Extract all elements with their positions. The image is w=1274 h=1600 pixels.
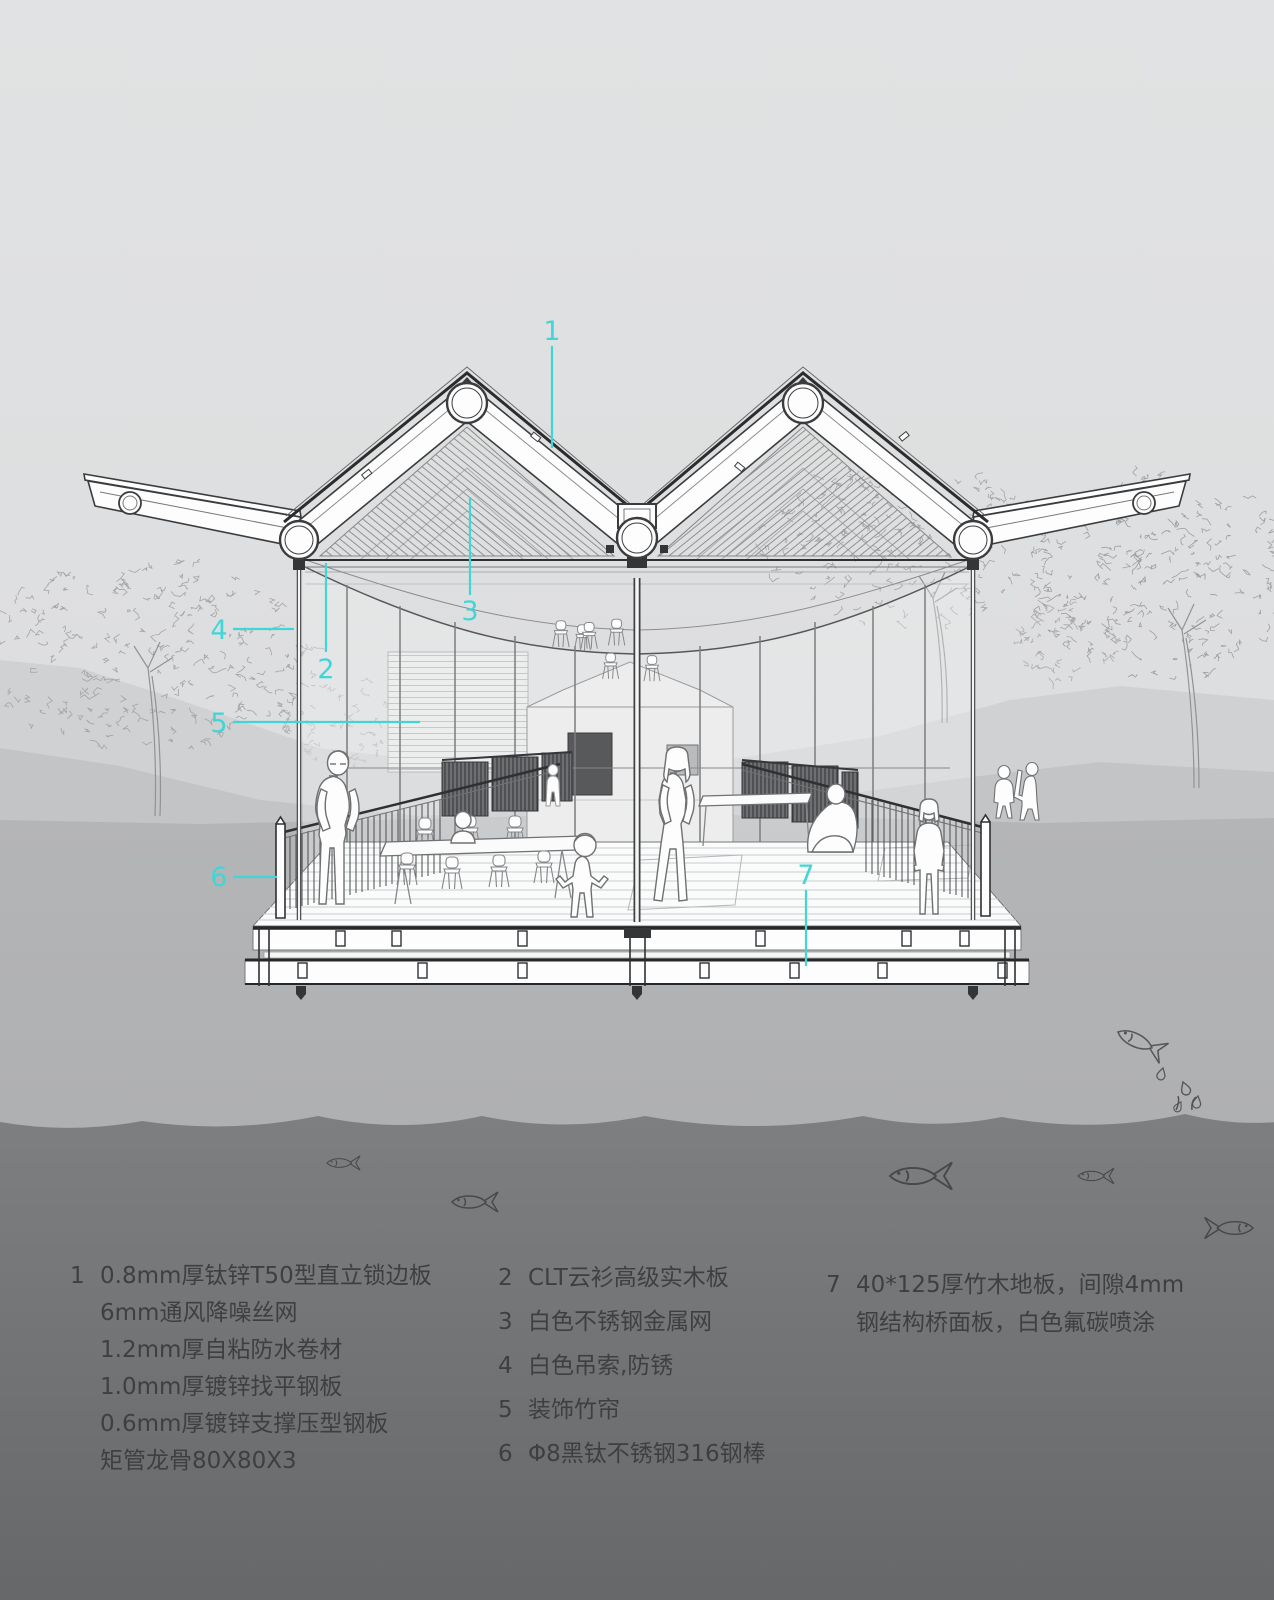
person-background-child — [545, 764, 561, 807]
person-standing-girl — [913, 798, 945, 915]
roof-section — [83, 366, 1191, 570]
suspension-cables — [296, 570, 976, 920]
callout-5: 5 — [210, 708, 227, 739]
water — [0, 1021, 1274, 1600]
person-sitting-child — [450, 810, 476, 844]
people — [315, 746, 1040, 918]
callout-3: 3 — [461, 596, 478, 627]
callout-2: 2 — [317, 654, 334, 685]
pavilion-drawing — [83, 366, 1191, 1000]
person-seated-crosslegged — [806, 783, 858, 853]
callout-6: 6 — [210, 862, 227, 893]
person-toddler — [555, 832, 609, 918]
callout-4: 4 — [210, 615, 227, 646]
person-far-kid-2 — [1013, 761, 1040, 821]
floating-platform — [244, 926, 1030, 1000]
mesh-ceiling-right — [656, 426, 952, 557]
mesh-ceiling-left — [318, 426, 616, 557]
callout-1: 1 — [543, 316, 560, 347]
callout-annotations: 1 2 3 4 5 6 7 — [210, 316, 815, 966]
water-surface — [0, 1114, 1274, 1600]
person-walking-woman — [653, 746, 695, 902]
light-bamboo-curtain — [387, 651, 529, 773]
person-standing-man — [315, 750, 360, 905]
platform-feet — [296, 986, 978, 1000]
furniture — [379, 618, 813, 905]
person-far-kid-1 — [993, 764, 1015, 819]
callout-7: 7 — [797, 860, 814, 891]
